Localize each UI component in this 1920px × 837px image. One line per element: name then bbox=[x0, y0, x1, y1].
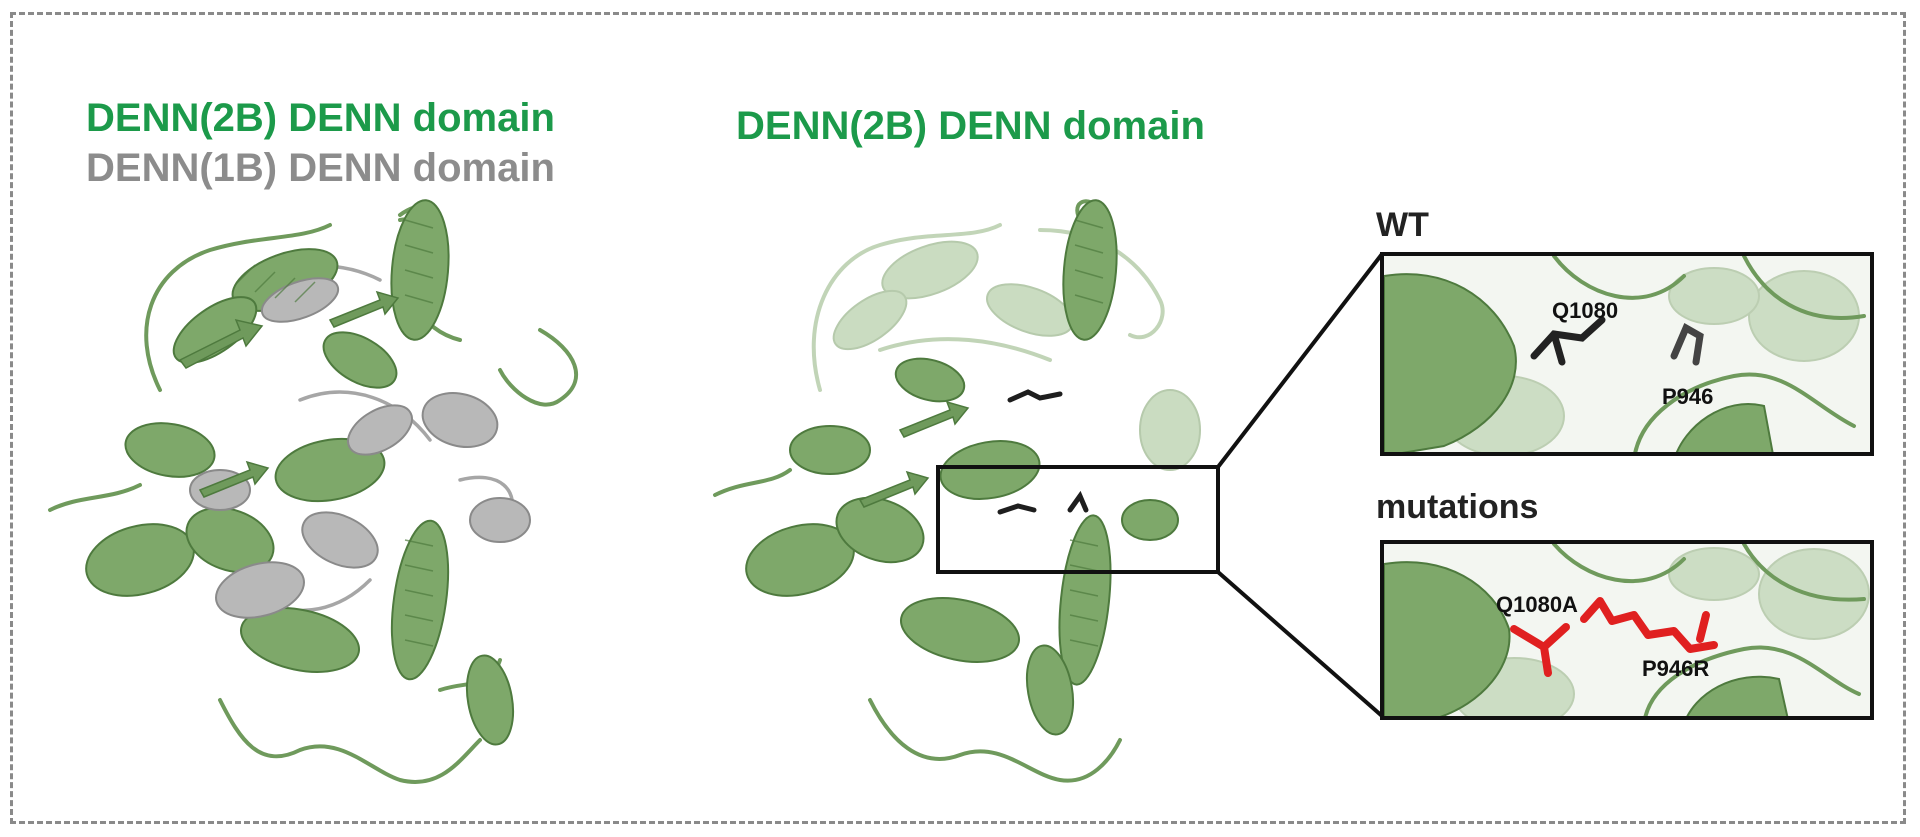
residue-label-p946: P946 bbox=[1662, 384, 1714, 409]
connector-line-bottom bbox=[1216, 570, 1384, 718]
mutant-residue-sticks bbox=[1510, 597, 1718, 677]
residue-p946-sticks bbox=[1670, 323, 1704, 366]
connector-line-top bbox=[1216, 252, 1384, 469]
center-structure bbox=[713, 199, 1201, 783]
center-title-denn2b: DENN(2B) DENN domain bbox=[736, 104, 1205, 148]
inset-wt-heading: WT bbox=[1376, 206, 1429, 244]
zoom-region-box bbox=[936, 465, 1220, 574]
dashed-figure-frame bbox=[10, 12, 1906, 824]
residue-q1080-sticks bbox=[1530, 316, 1606, 366]
inset-mutations-heading: mutations bbox=[1376, 488, 1539, 526]
inset-wt-panel: Q1080 P946 bbox=[1380, 252, 1874, 456]
residue-label-q1080: Q1080 bbox=[1552, 298, 1619, 323]
residue-label-q1080a: Q1080A bbox=[1496, 592, 1578, 617]
left-superposed-structure bbox=[48, 199, 579, 784]
inset-mutations-illustration bbox=[1384, 544, 1870, 716]
left-title-denn2b: DENN(2B) DENN domain bbox=[86, 96, 555, 140]
residue-label-p946r: P946R bbox=[1642, 656, 1710, 681]
inset-wt-illustration bbox=[1384, 256, 1866, 452]
inset-mutations-panel: Q1080A P946R bbox=[1380, 540, 1874, 720]
left-title-denn1b: DENN(1B) DENN domain bbox=[86, 146, 555, 190]
